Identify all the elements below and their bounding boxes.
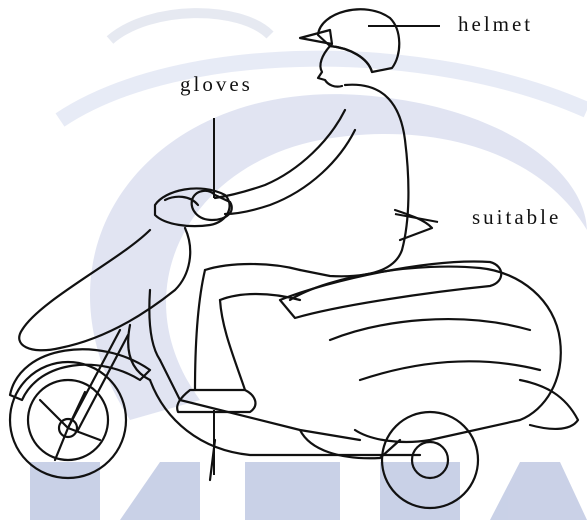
watermark: [30, 13, 587, 520]
helmet-label: helmet: [458, 14, 533, 35]
helmet-visor: [300, 30, 332, 44]
suitable-leader: [395, 214, 438, 222]
thigh: [205, 264, 300, 300]
suitable-label: suitable: [472, 207, 561, 228]
watermark-letters: [30, 462, 587, 520]
rear-body-line: [330, 319, 540, 380]
rear-tail: [520, 380, 578, 429]
gloves-label: gloves: [180, 74, 253, 95]
scooter: [10, 188, 578, 508]
watermark-ring: [110, 13, 270, 40]
shin: [195, 270, 245, 390]
